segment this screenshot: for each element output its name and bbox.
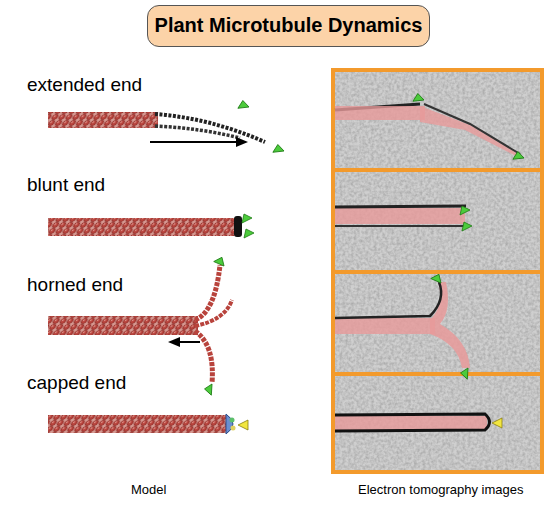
model-label: blunt end [27, 174, 105, 196]
image-frame [331, 68, 544, 474]
protofilament [155, 126, 240, 138]
microtubule-lattice [48, 316, 198, 335]
microtubule-lattice [48, 415, 228, 433]
model-label: capped end [27, 372, 126, 394]
shrink-arrow [178, 341, 200, 343]
column-label: Model [131, 482, 166, 497]
marker-triangle [214, 256, 227, 269]
marker-triangle [204, 382, 217, 395]
column-label: Electron tomography images [358, 482, 523, 497]
tomogram-panels [335, 72, 540, 470]
microtubule-lattice [48, 112, 158, 128]
protofilament-horn [195, 300, 232, 326]
marker-triangle [238, 420, 248, 430]
marker-triangle [242, 214, 252, 223]
model-label: extended end [27, 74, 142, 96]
marker-triangle [273, 144, 285, 156]
protofilament-horn [195, 331, 212, 383]
protofilament [155, 114, 265, 142]
arrow-head [236, 137, 248, 147]
title-box: Plant Microtubule Dynamics [147, 5, 430, 47]
cap-protein [231, 426, 236, 431]
arrow-head [168, 337, 180, 347]
tube-end [234, 216, 242, 237]
marker-triangle [244, 229, 254, 238]
model-label: horned end [27, 274, 123, 296]
microtubule-lattice [48, 218, 240, 236]
protofilament-horn [195, 265, 220, 320]
cap-protein [230, 418, 235, 423]
growth-arrow [150, 141, 238, 143]
marker-triangle [238, 100, 250, 112]
end-cap [226, 414, 233, 434]
title-text: Plant Microtubule Dynamics [148, 14, 429, 37]
